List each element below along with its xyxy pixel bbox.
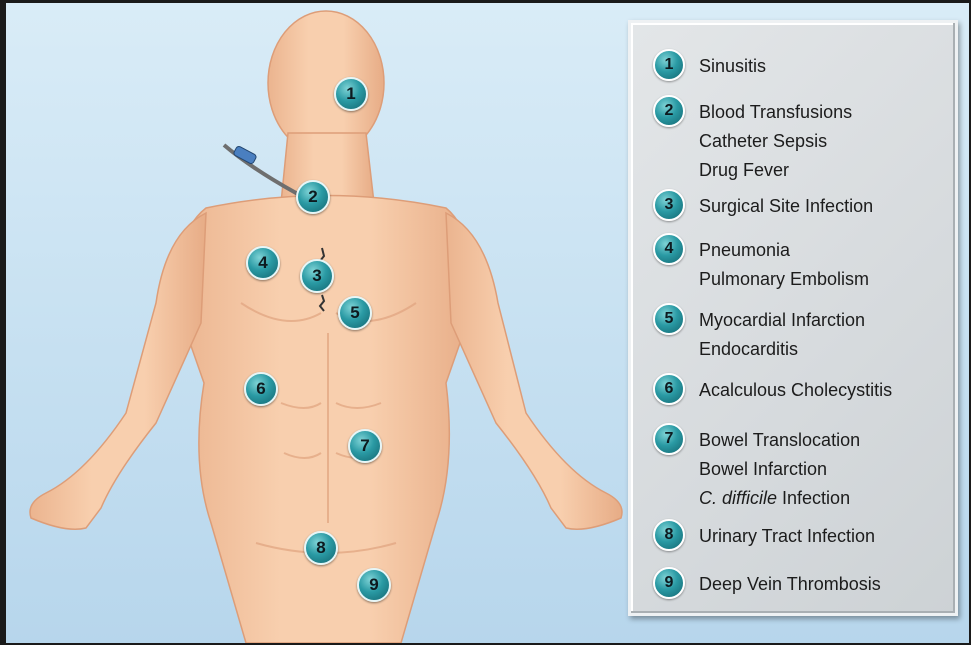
legend-text: Bowel Translocation [699,426,961,455]
legend-text: Pneumonia [699,236,961,265]
legend-text: Sinusitis [699,52,961,81]
legend-text: Bowel Infarction [699,455,961,484]
marker-9: 9 [357,568,391,602]
legend-text: Blood Transfusions [699,98,961,127]
legend-number: 8 [653,519,685,551]
legend-text: C. difficile Infection [699,484,961,513]
legend-panel: 1 Sinusitis 2 Blood Transfusions Cathete… [628,20,958,616]
legend-number: 9 [653,567,685,599]
legend-text: Drug Fever [699,156,961,185]
marker-5: 5 [338,296,372,330]
legend-number: 6 [653,373,685,405]
marker-4: 4 [246,246,280,280]
legend-number: 1 [653,49,685,81]
legend-number: 3 [653,189,685,221]
legend-number: 4 [653,233,685,265]
legend-text-suffix: Infection [777,488,850,508]
marker-2: 2 [296,180,330,214]
legend-text: Myocardial Infarction [699,306,961,335]
marker-8: 8 [304,531,338,565]
marker-1: 1 [334,77,368,111]
legend-text: Urinary Tract Infection [699,522,961,551]
legend-number: 2 [653,95,685,127]
marker-7: 7 [348,429,382,463]
legend-text: Acalculous Cholecystitis [699,376,961,405]
legend-text: Endocarditis [699,335,961,364]
marker-3: 3 [300,259,334,293]
legend-text: Surgical Site Infection [699,192,961,221]
legend-text: Deep Vein Thrombosis [699,570,961,599]
legend-number: 7 [653,423,685,455]
organism-name: C. difficile [699,488,777,508]
legend-text: Pulmonary Embolism [699,265,961,294]
legend-text: Catheter Sepsis [699,127,961,156]
marker-6: 6 [244,372,278,406]
legend-number: 5 [653,303,685,335]
